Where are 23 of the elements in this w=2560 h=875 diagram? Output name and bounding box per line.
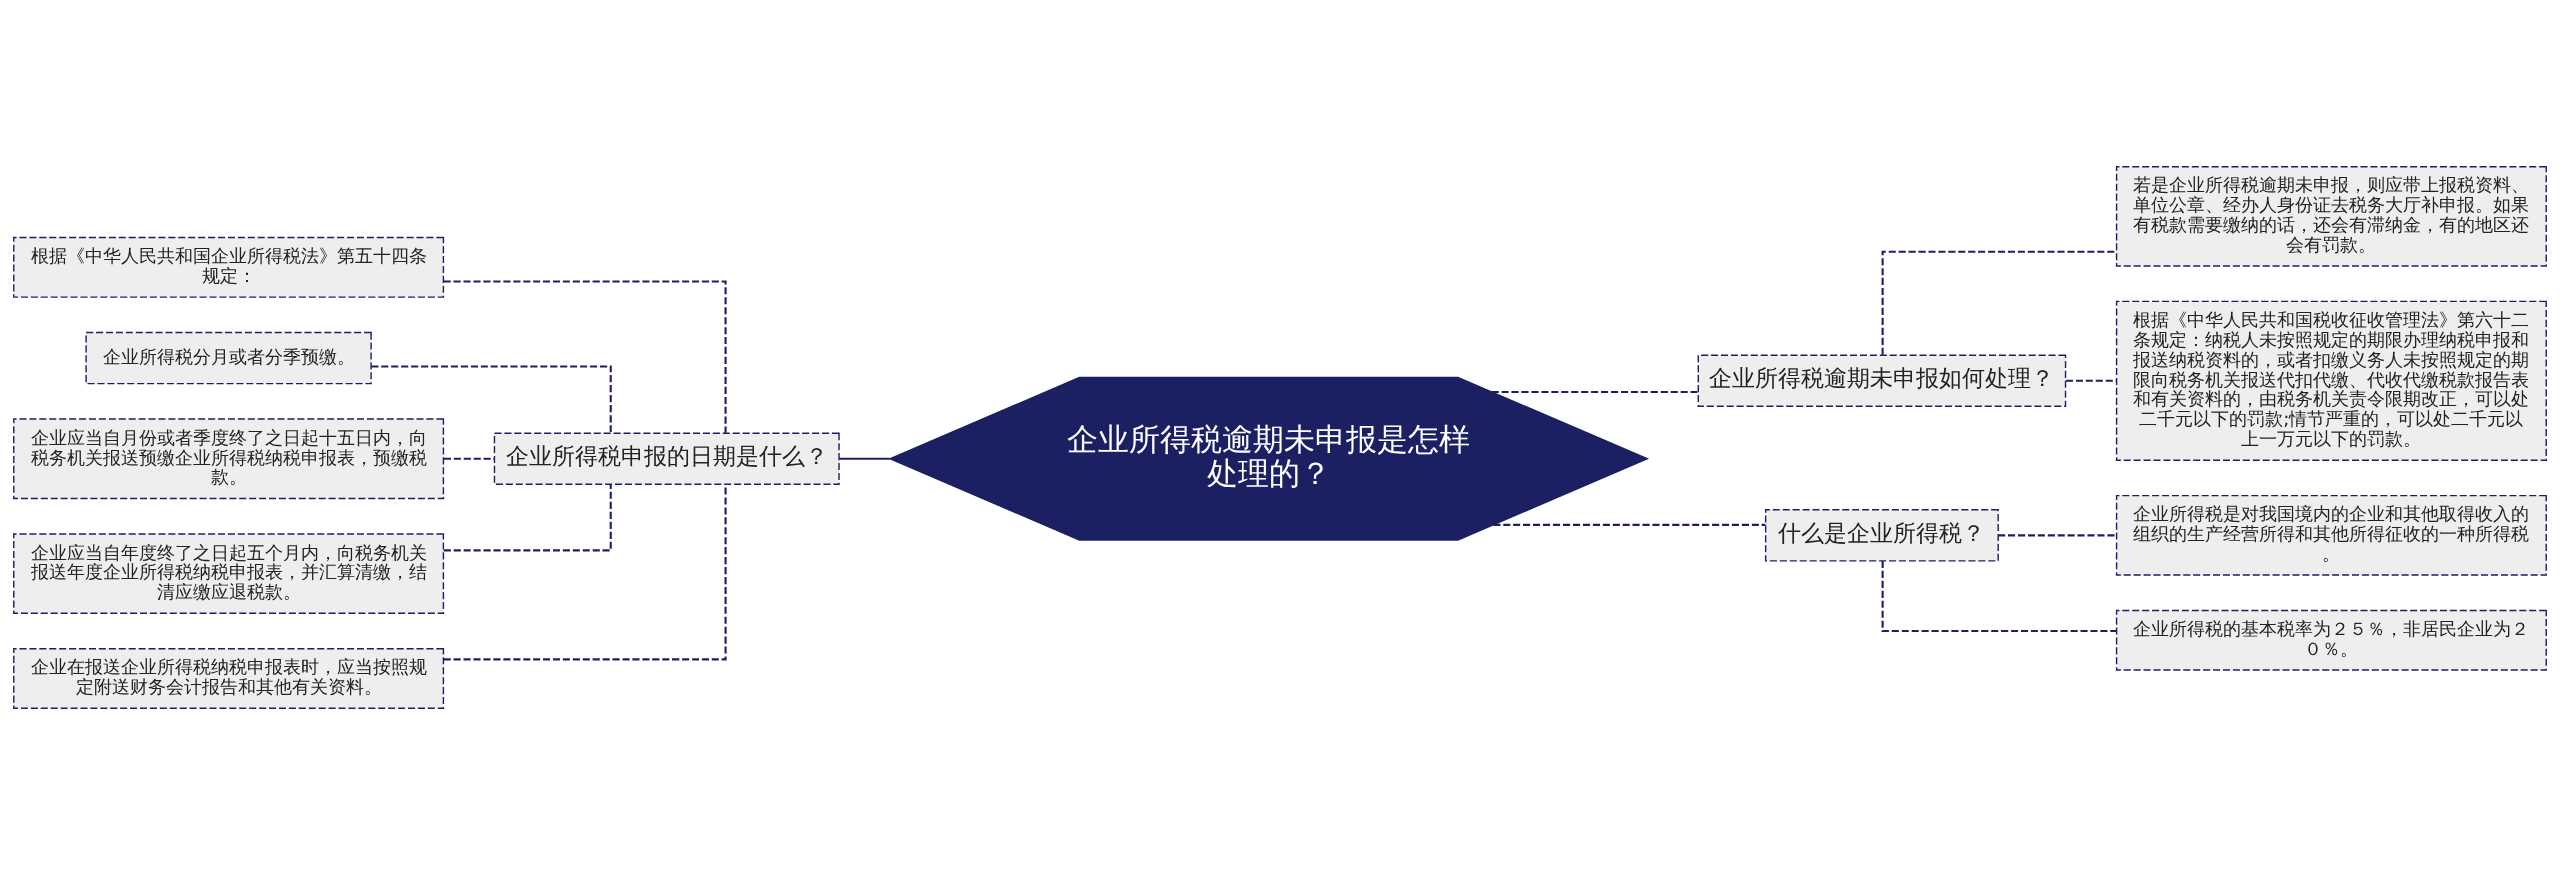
connector: [371, 365, 612, 434]
node-box: 企业所得税是对我国境内的企业和其他取得收入的组织的生产经营所得和其他所得征收的一种所得税。: [2115, 494, 2547, 576]
node-box: 企业在报送企业所得税纳税申报表时，应当按照规定附送财务会计报告和其他有关资料。: [13, 648, 445, 710]
node-box: 企业所得税申报的日期是什么？: [493, 432, 840, 485]
connector: [443, 280, 727, 433]
connector: [1491, 390, 1699, 394]
node-box: 企业所得税逾期未申报如何处理？: [1697, 354, 2067, 407]
connector: [443, 457, 495, 460]
connector: [443, 484, 612, 552]
node-box: 若是企业所得税逾期未申报，则应带上报税资料、单位公章、经办人身份证去税务大厅补申报。如果有税款需要缴纳的话，还会有滞纳金，有的地区还会有罚款。: [2115, 165, 2547, 267]
node-box: 企业所得税的基本税率为２５％，非居民企业为２０％。: [2115, 609, 2547, 671]
connector: [443, 484, 727, 661]
node-box: 企业所得税分月或者分季预缴。: [85, 331, 372, 385]
node-box: 根据《中华人民共和国税收征收管理法》第六十二条规定：纳税人未按照规定的期限办理纳税申报和报送纳税资料的，或者扣缴义务人未按照规定的期限向税务机关报送代扣代缴、代收代缴税款报告表和有关资料的，由税务机关责令限期改正，可以处二千元以下的罚款;情节严重的，可以处二千元以上一万元以下的罚款。: [2115, 300, 2547, 461]
node-box: 根据《中华人民共和国企业所得税法》第五十四条规定：: [13, 236, 445, 298]
connector: [839, 457, 890, 460]
node-box: 企业应当自年度终了之日起五个月内，向税务机关报送年度企业所得税纳税申报表，并汇算清缴，结清应缴应退税款。: [13, 533, 445, 615]
connector: [1881, 561, 2117, 633]
connector: [1881, 250, 2117, 355]
connector: [1998, 534, 2117, 537]
node-box: 企业应当自月份或者季度终了之日起十五日内，向税务机关报送预缴企业所得税纳税申报表，预缴税款。: [13, 418, 445, 500]
connector: [1493, 523, 1766, 526]
node-box: 什么是企业所得税？: [1764, 509, 1999, 562]
